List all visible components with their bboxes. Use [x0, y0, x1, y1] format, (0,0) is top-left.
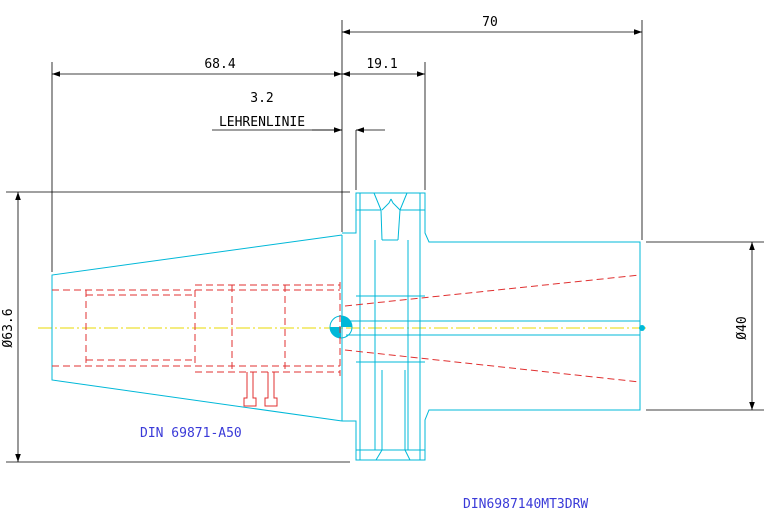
dim-total-length: 70	[482, 15, 498, 30]
drawing-name-label: DIN6987140MT3DRW	[463, 497, 588, 512]
dim-gauge-offset: 3.2	[250, 91, 273, 106]
dim-taper-length: 68.4	[204, 57, 235, 72]
hidden-lines	[52, 274, 641, 407]
flange-outline	[329, 192, 645, 461]
dim-taper-diameter: Ø63.6	[1, 308, 16, 347]
taper-outline	[51, 234, 343, 422]
dim-shank-diameter: Ø40	[735, 316, 750, 339]
dim-flange-width: 19.1	[366, 57, 397, 72]
gauge-line-label: LEHRENLINIE	[219, 115, 305, 130]
dimension-lines	[6, 20, 764, 463]
standard-label: DIN 69871-A50	[140, 426, 242, 441]
